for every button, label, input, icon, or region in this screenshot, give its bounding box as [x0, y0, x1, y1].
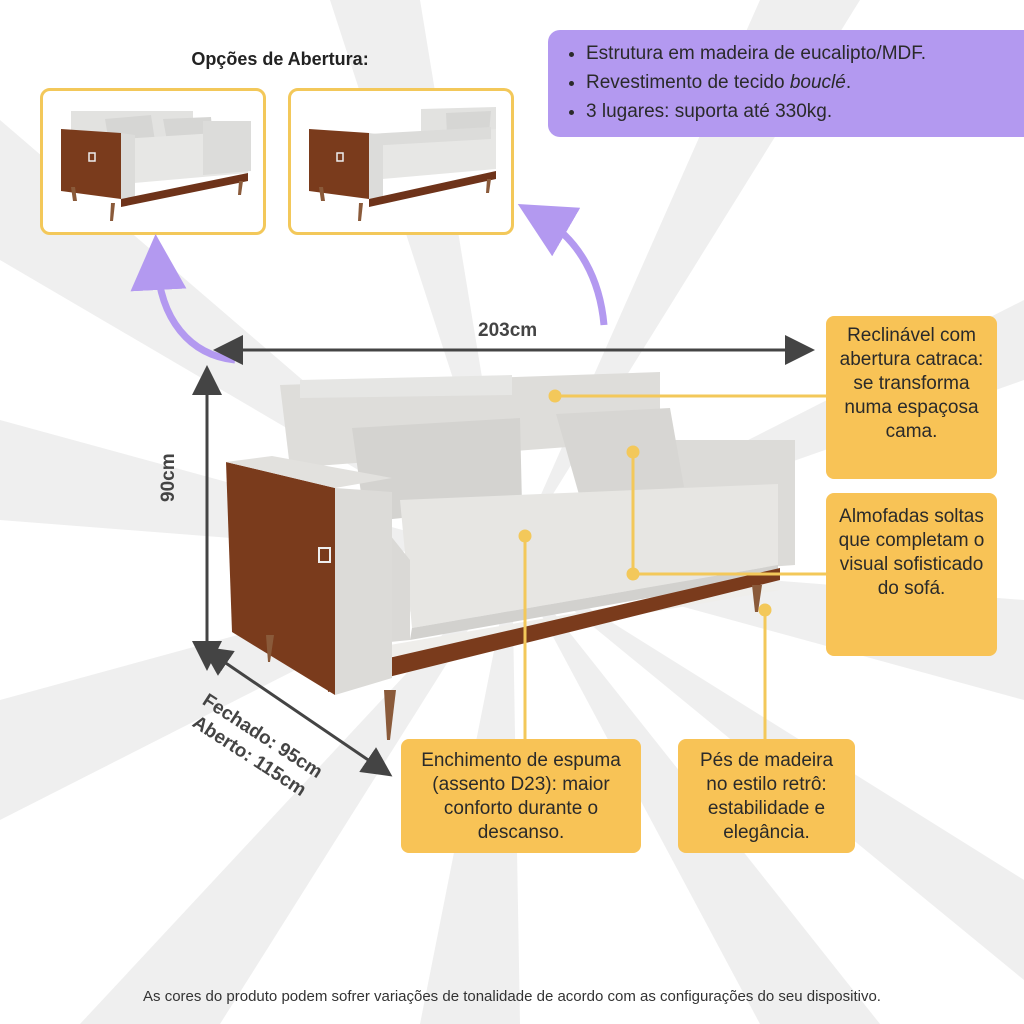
curved-arrow-left [130, 234, 236, 364]
callout-pes: Pés de madeira no estilo retrô: estabili… [678, 739, 855, 853]
curved-arrow-right [517, 203, 608, 326]
callout-reclinavel: Reclinável com abertura catraca: se tran… [826, 316, 997, 479]
callout-almofadas: Almofadas soltas que completam o visual … [826, 493, 997, 656]
feature-item: 3 lugares: suporta até 330kg. [586, 97, 1024, 126]
features-panel: Estrutura em madeira de eucalipto/MDF. R… [548, 30, 1024, 137]
thumbnail-open-sofa-bed [288, 88, 514, 235]
feature-item: Revestimento de tecido bouclé. [586, 68, 1024, 97]
feature-item: Estrutura em madeira de eucalipto/MDF. [586, 39, 1024, 68]
depth-dimension-line [201, 646, 393, 777]
height-label: 90cm [158, 453, 179, 502]
width-label: 203cm [478, 320, 538, 341]
open-sofa-illustration [309, 107, 496, 221]
opening-options-title: Opções de Abertura: [191, 49, 369, 69]
thumbnail-closed-sofa [40, 88, 266, 235]
closed-sofa-illustration [61, 111, 251, 221]
sofa-illustration [226, 372, 795, 740]
callout-enchimento: Enchimento de espuma (assento D23): maio… [401, 739, 641, 853]
features-list: Estrutura em madeira de eucalipto/MDF. R… [566, 39, 1024, 126]
emphasis-text: bouclé [789, 72, 846, 93]
color-disclaimer: As cores do produto podem sofrer variaçõ… [143, 988, 881, 1005]
